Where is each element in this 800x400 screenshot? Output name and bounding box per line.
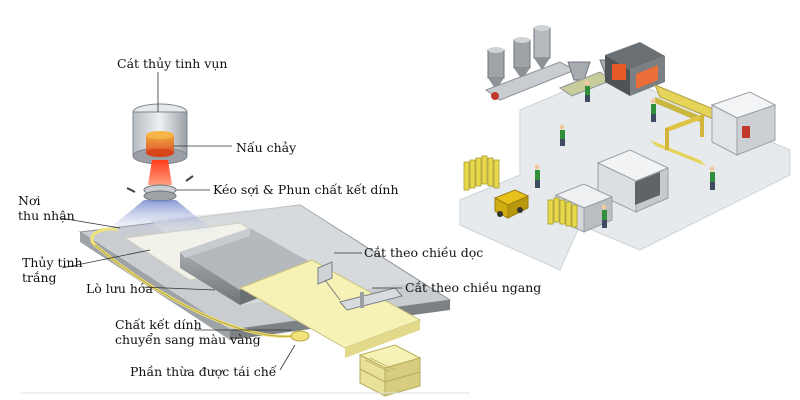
label-longitudinal-cut: Cắt theo chiều dọc [364, 245, 484, 260]
molten-glass-stream [148, 160, 172, 185]
fiberizing-spinner [143, 184, 177, 202]
label-collector-line2: thu nhận [18, 208, 75, 223]
label-white-glass-line1: Thủy tinh [22, 255, 83, 270]
label-binder-line2: chuyển sang màu vàng [115, 332, 261, 347]
spray-nozzle-left [126, 187, 136, 193]
label-cross-cut: Cắt theo chiều ngang [405, 280, 542, 295]
longitudinal-cutter [317, 261, 341, 301]
stacked-product-bundles [358, 344, 422, 397]
factory-workers [534, 80, 715, 228]
factory-floor-illustration [459, 25, 791, 271]
melting-furnace [132, 103, 188, 165]
binder-spray-cone [105, 200, 215, 232]
label-fiberizing: Kéo sợi & Phun chất kết dính [213, 182, 399, 197]
factory-oven-building [710, 91, 777, 156]
forklift [493, 189, 530, 219]
label-collector: Nơi thu nhận [18, 193, 75, 223]
label-curing-oven: Lò lưu hóa [86, 281, 153, 296]
label-collector-line1: Nơi [18, 193, 41, 208]
product-pallets [463, 155, 578, 228]
label-melting: Nấu chảy [236, 140, 297, 155]
label-recycled: Phần thừa được tái chế [130, 364, 277, 379]
label-binder-line1: Chất kết dính [115, 317, 202, 332]
cross-cutter [339, 287, 403, 311]
raw-material-silos [484, 25, 577, 101]
factory-furnace [605, 42, 665, 96]
leader-lines [59, 72, 402, 371]
label-white-glass-line2: trắng [22, 270, 57, 285]
recycle-pipe-end [290, 330, 310, 342]
label-white-glass: Thủy tinh trắng [22, 255, 83, 285]
factory-press-machine [596, 149, 670, 213]
label-binder: Chất kết dính chuyển sang màu vàng [115, 317, 261, 347]
label-cullet: Cát thủy tinh vụn [117, 56, 228, 71]
spray-nozzle-right [185, 175, 194, 182]
factory-gate-cutter [665, 115, 705, 150]
